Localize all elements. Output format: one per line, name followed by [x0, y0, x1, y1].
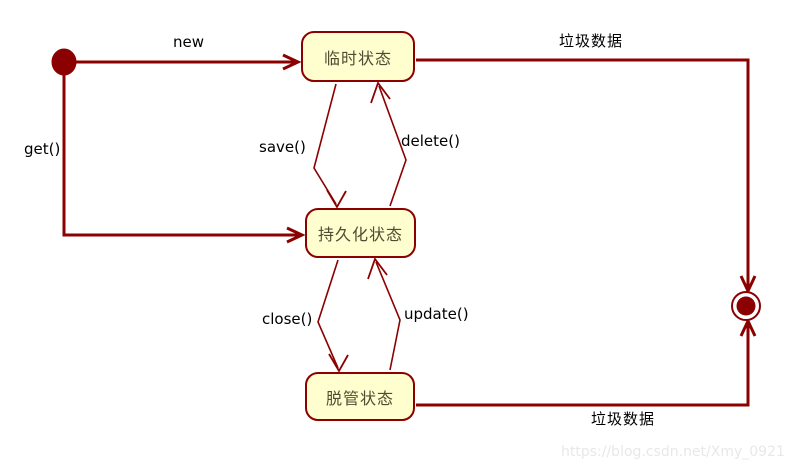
edge-label-garbage-top: 垃圾数据: [559, 32, 624, 50]
initial-state-node[interactable]: [51, 48, 77, 76]
watermark: https://blog.csdn.net/Xmy_0921: [561, 444, 785, 460]
state-persistent-label: 持久化状态: [317, 225, 403, 244]
edge-delete: [370, 81, 407, 207]
edge-label-save: save(): [259, 138, 306, 156]
edge-save: [313, 83, 347, 209]
edge-update: [367, 257, 401, 371]
state-transient-label: 临时状态: [323, 48, 392, 68]
state-persistent[interactable]: 持久化状态: [305, 208, 416, 258]
edge-label-new: new: [173, 33, 205, 51]
edge-get: [62, 72, 306, 244]
edge-label-get: get(): [24, 140, 61, 158]
edge-label-delete: delete(): [401, 132, 460, 150]
state-detached[interactable]: 脱管状态: [305, 372, 415, 421]
state-detached-label: 脱管状态: [325, 388, 394, 408]
edge-label-close: close(): [262, 310, 313, 328]
edge-garbage-bottom: [416, 317, 757, 407]
edge-label-garbage-bottom: 垃圾数据: [591, 410, 656, 428]
edge-close: [317, 259, 349, 373]
state-transient[interactable]: 临时状态: [301, 31, 415, 82]
edge-new: [76, 53, 302, 71]
final-state-node[interactable]: [731, 291, 761, 321]
edge-label-update: update(): [404, 305, 469, 323]
edge-garbage-top: [416, 58, 757, 295]
